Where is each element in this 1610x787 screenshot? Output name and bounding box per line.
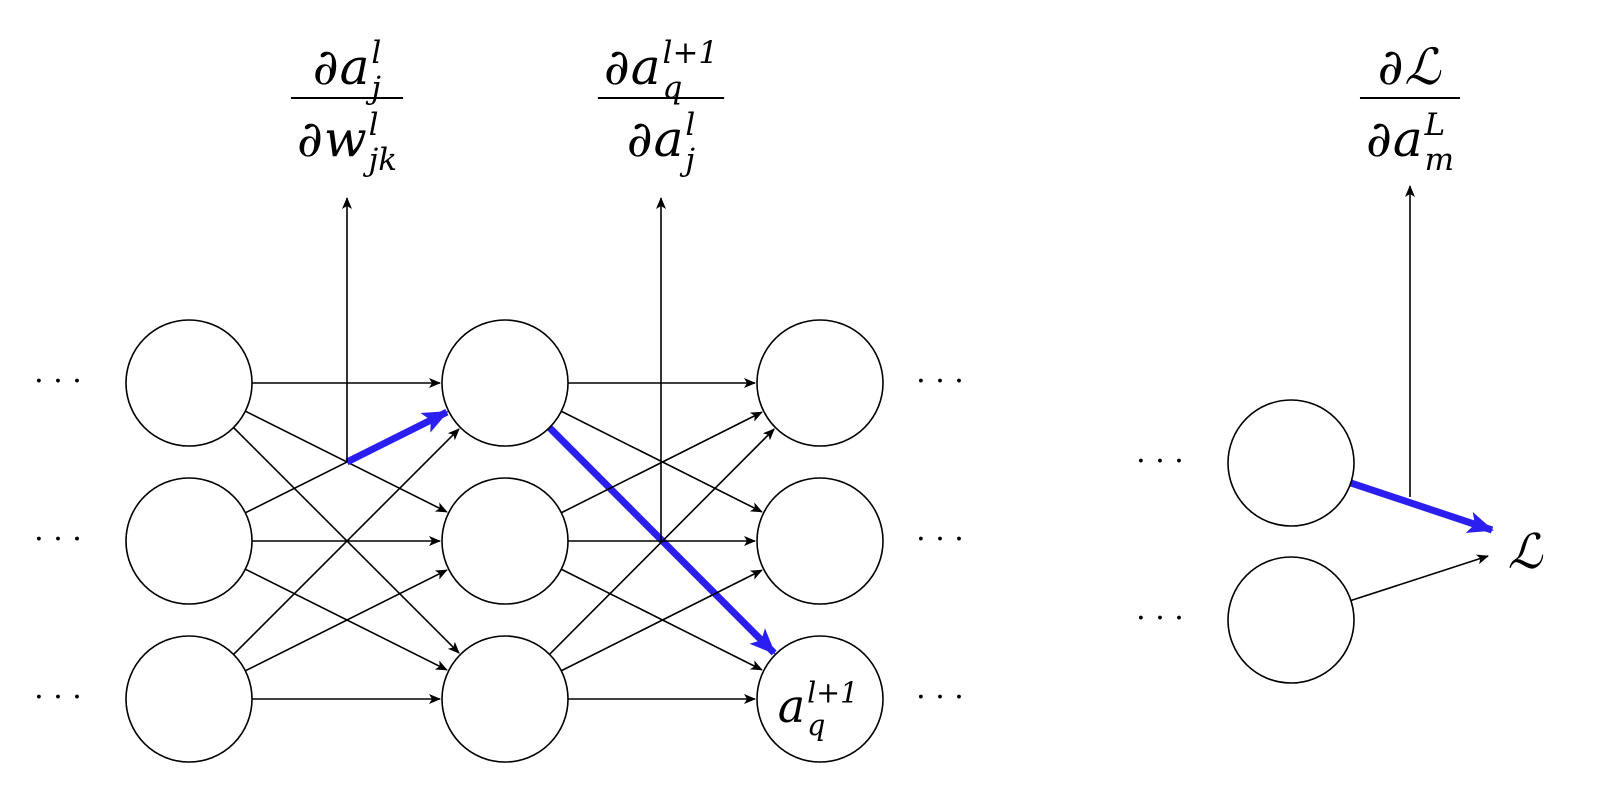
edges	[232, 185, 1494, 704]
connection-edge	[244, 569, 448, 672]
ellipsis: · · ·	[1136, 444, 1184, 479]
partial-symbol: ∂	[1378, 38, 1404, 96]
connection-edge	[244, 410, 448, 513]
connection-edge	[244, 568, 448, 671]
partial-symbol: ∂	[313, 38, 339, 96]
ellipsis: · · ·	[34, 522, 82, 557]
highlight-edge-loss	[1349, 479, 1494, 534]
connection-edge	[548, 428, 775, 655]
variable: a	[1393, 110, 1423, 168]
neuron-node	[125, 477, 253, 605]
superscript: l+1	[663, 35, 719, 71]
ellipsis: · · ·	[916, 364, 964, 399]
output-neuron-node	[1227, 556, 1355, 684]
variable: a	[340, 38, 370, 96]
variable: a	[778, 679, 805, 733]
neuron-node	[125, 319, 253, 447]
subscript: q	[663, 70, 683, 106]
superscript: l	[369, 107, 379, 143]
neuron-node	[756, 319, 884, 447]
highlight-edge-weight	[345, 408, 449, 466]
superscript: l+1	[807, 677, 858, 710]
ellipsis: · · ·	[916, 680, 964, 715]
subscript: q	[807, 709, 825, 742]
partial-symbol: ∂	[297, 110, 323, 168]
variable: w	[324, 110, 367, 168]
superscript: L	[1424, 107, 1446, 143]
loss-label: ℒ	[1508, 524, 1544, 580]
ellipsis: · · ·	[1136, 601, 1184, 636]
ellipsis: · · ·	[34, 364, 82, 399]
connection-edge	[560, 568, 763, 671]
neuron-node	[756, 635, 884, 763]
neuron-node	[441, 635, 569, 763]
ellipsis: · · ·	[916, 522, 964, 557]
neuron-node	[441, 477, 569, 605]
superscript: l	[685, 107, 695, 143]
ellipsis: · · ·	[34, 680, 82, 715]
neuron-node	[756, 477, 884, 605]
output-neuron-node	[1227, 399, 1355, 527]
output-edge	[1350, 554, 1489, 602]
variable: a	[654, 110, 684, 168]
nodes	[125, 319, 1355, 763]
partial-symbol: ∂	[604, 38, 630, 96]
labels: · · · · · · · · · · · · · · · · · · · · · · · ·…	[34, 35, 1544, 742]
partial-symbol: ∂	[1366, 110, 1392, 168]
loss-gradient-label-numerator: ∂ℒ	[1378, 38, 1442, 96]
subscript: jk	[363, 142, 397, 178]
subscript: m	[1425, 142, 1454, 178]
superscript: l	[371, 35, 381, 71]
partial-symbol: ∂	[627, 110, 653, 168]
neuron-node	[125, 635, 253, 763]
connection-edge	[560, 569, 763, 672]
variable: a	[631, 38, 661, 96]
connection-edge	[232, 428, 460, 656]
variable: ℒ	[1404, 38, 1441, 96]
neuron-node	[441, 319, 569, 447]
